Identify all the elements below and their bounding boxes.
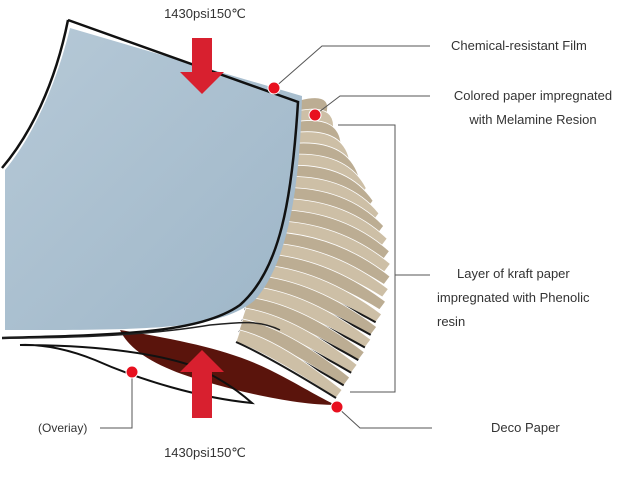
overlay-label: (Overiay) bbox=[38, 421, 88, 435]
kraft-paper-label-line2: impregnated with Phenolic bbox=[437, 290, 590, 305]
bottom-pressure-arrow bbox=[180, 350, 224, 418]
colored-paper-sheet bbox=[5, 28, 302, 330]
colored-paper-label-line1: Colored paper impregnated bbox=[453, 88, 613, 103]
chemical-film-edge bbox=[1, 19, 70, 169]
leader-chemical-film bbox=[273, 45, 430, 89]
leader-overlay bbox=[100, 372, 133, 429]
marker-colored-paper bbox=[308, 108, 322, 122]
bottom-sheet-edge bbox=[1, 321, 281, 339]
colored-paper-label: Colored paper impregnated with Melamine … bbox=[445, 84, 621, 132]
kraft-paper-label: Layer of kraft paper impregnated with Ph… bbox=[437, 262, 589, 334]
leader-kraft-paper bbox=[338, 124, 396, 393]
marker-chemical-film bbox=[267, 81, 281, 95]
marker-overlay bbox=[125, 365, 139, 379]
colored-paper-label-line2: with Melamine Resion bbox=[469, 112, 597, 127]
top-pressure-label: 1430psi150℃ bbox=[164, 6, 246, 21]
top-pressure-arrow bbox=[180, 38, 224, 94]
kraft-paper-label-line1: Layer of kraft paper bbox=[457, 266, 570, 281]
leader-deco-paper bbox=[336, 406, 432, 429]
chemical-film-outline bbox=[1, 18, 300, 340]
bottom-pressure-label: 1430psi150℃ bbox=[164, 445, 246, 460]
deco-paper-label: Deco Paper bbox=[491, 420, 560, 435]
overlay-outline bbox=[19, 343, 255, 405]
kraft-paper-label-line3: resin bbox=[437, 314, 466, 329]
marker-deco-paper bbox=[330, 400, 344, 414]
leader-colored-paper bbox=[314, 95, 430, 116]
kraft-paper-layers bbox=[235, 97, 391, 399]
deco-paper-layer bbox=[120, 330, 336, 405]
chemical-film-label: Chemical-resistant Film bbox=[451, 38, 587, 53]
kraft-paper-shadow bbox=[235, 341, 337, 399]
